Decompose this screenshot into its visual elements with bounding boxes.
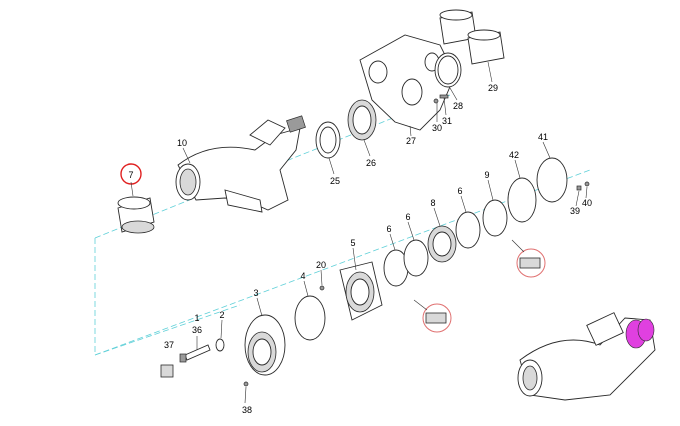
callout-37[interactable]: 37 — [164, 340, 174, 350]
part-2-washer[interactable] — [215, 338, 225, 352]
callout-labels: 7 10 25 26 27 28 29 30 31 42 41 9 6 8 6 … — [128, 83, 592, 415]
part-10-elbow-housing[interactable] — [175, 115, 306, 213]
callout-29[interactable]: 29 — [488, 83, 498, 93]
part-29-sleeve-pair[interactable] — [439, 9, 505, 65]
part-5-bearing-housing[interactable] — [339, 261, 383, 321]
callout-26[interactable]: 26 — [366, 158, 376, 168]
part-8-bearing[interactable] — [427, 225, 457, 263]
callout-5[interactable]: 5 — [350, 238, 355, 248]
callout-6-lower[interactable]: 6 — [386, 224, 391, 234]
detail-section-view-2 — [516, 248, 546, 278]
part-7-bushing[interactable] — [117, 196, 155, 234]
highlighted-part-in-overview — [625, 318, 655, 349]
callout-30[interactable]: 30 — [432, 123, 442, 133]
part-31-bolt[interactable] — [439, 94, 449, 99]
callout-31[interactable]: 31 — [442, 116, 452, 126]
part-4-o-ring[interactable] — [294, 295, 326, 341]
part-20-fitting[interactable] — [319, 285, 325, 291]
callout-36[interactable]: 36 — [192, 325, 202, 335]
part-36-bolt[interactable] — [179, 344, 211, 363]
callout-10[interactable]: 10 — [177, 138, 187, 148]
leader-lines — [130, 61, 588, 404]
part-28-sleeve[interactable] — [434, 52, 462, 88]
part-42-gasket[interactable] — [507, 177, 537, 223]
callout-39[interactable]: 39 — [570, 206, 580, 216]
callout-2[interactable]: 2 — [219, 310, 224, 320]
part-25-ring[interactable] — [315, 121, 341, 159]
part-41-gasket[interactable] — [536, 157, 568, 203]
callout-40[interactable]: 40 — [582, 198, 592, 208]
part-9-snap-ring[interactable] — [482, 199, 508, 237]
callout-6-middle[interactable]: 6 — [405, 212, 410, 222]
callout-4[interactable]: 4 — [300, 271, 305, 281]
part-6-o-ring-c[interactable] — [455, 211, 481, 249]
callout-6-upper[interactable]: 6 — [457, 186, 462, 196]
assembly-axis-lines — [94, 94, 591, 356]
part-27-cover-plate[interactable] — [359, 34, 456, 131]
part-39-fitting[interactable] — [576, 185, 582, 191]
part-3-flange-hub[interactable] — [244, 314, 286, 376]
part-26-bearing[interactable] — [347, 99, 377, 141]
callout-27[interactable]: 27 — [406, 136, 416, 146]
axis-line-bottom — [94, 304, 241, 356]
part-40-plug[interactable] — [584, 181, 590, 187]
callout-8[interactable]: 8 — [430, 198, 435, 208]
callout-38[interactable]: 38 — [242, 405, 252, 415]
assembly-overview-thumbnail — [517, 312, 656, 401]
part-30-pin[interactable] — [433, 98, 439, 104]
part-6-o-ring-b[interactable] — [403, 239, 429, 277]
callout-20[interactable]: 20 — [316, 260, 326, 270]
callout-7[interactable]: 7 — [128, 170, 133, 180]
callout-3[interactable]: 3 — [253, 288, 258, 298]
part-37-nut[interactable] — [160, 364, 174, 378]
callout-42[interactable]: 42 — [509, 150, 519, 160]
callout-28[interactable]: 28 — [453, 101, 463, 111]
callout-1[interactable]: 1 — [194, 313, 199, 323]
callout-9[interactable]: 9 — [484, 170, 489, 180]
detail-section-view-1 — [422, 303, 452, 333]
part-38-pin[interactable] — [243, 381, 249, 387]
callout-25[interactable]: 25 — [330, 176, 340, 186]
callout-41[interactable]: 41 — [538, 132, 548, 142]
